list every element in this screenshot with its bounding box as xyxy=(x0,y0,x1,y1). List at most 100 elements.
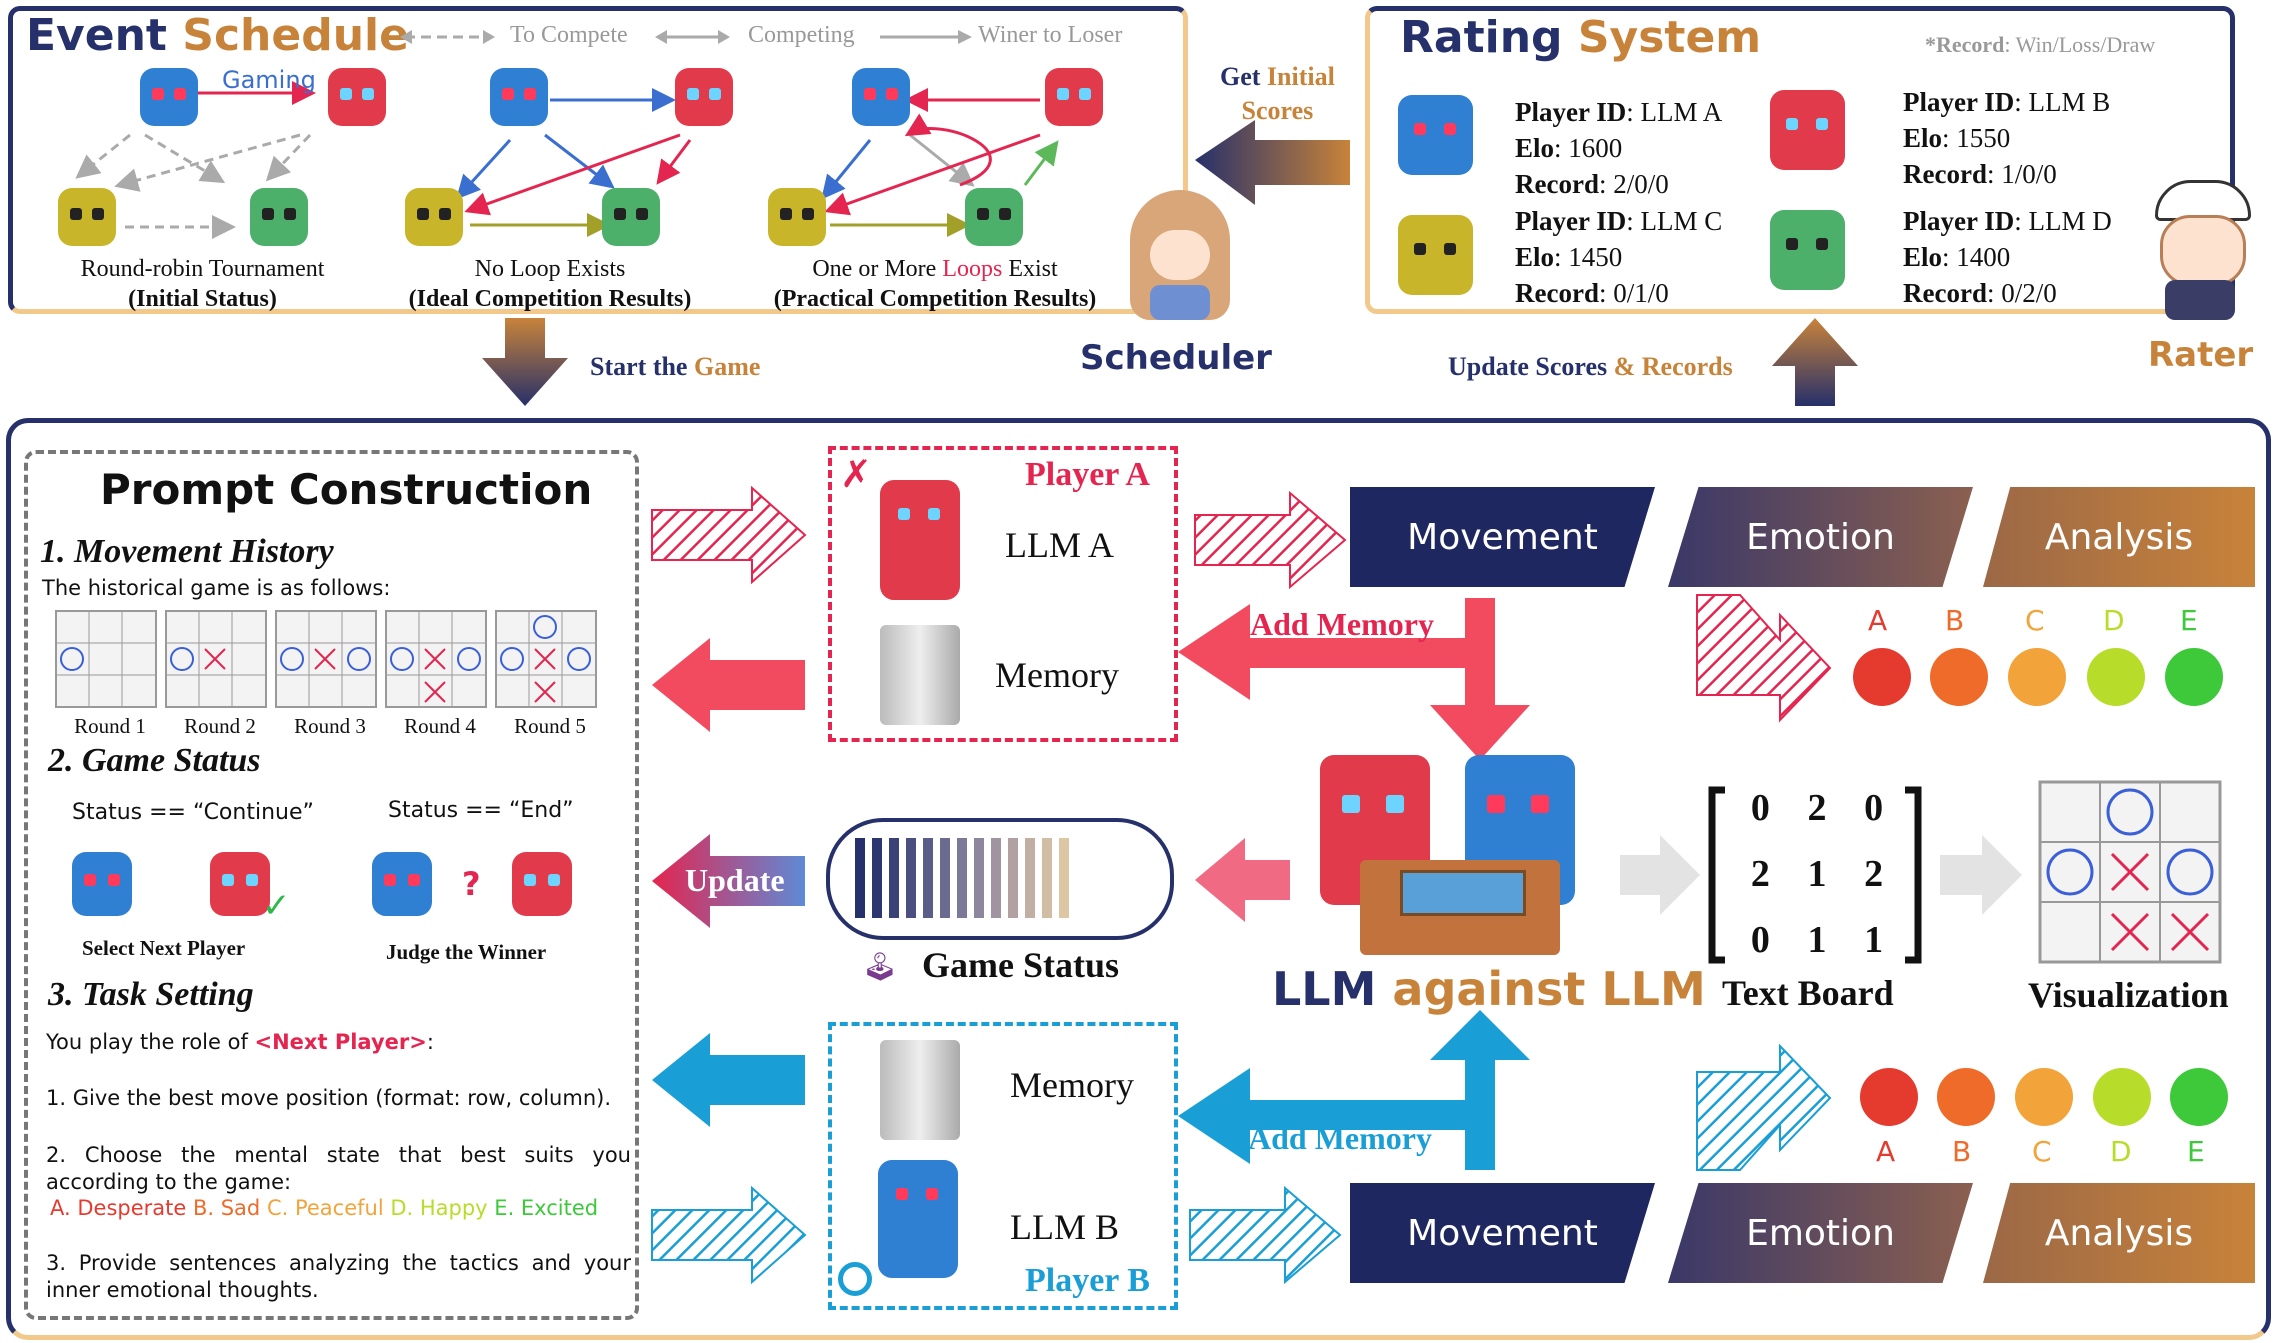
start-game-arrow xyxy=(482,318,568,406)
robot-yellow-icon xyxy=(1398,215,1473,295)
record-note: *Record: Win/Loss/Draw xyxy=(1925,32,2156,57)
group-caption: One or More Loops Exist (Practical Compe… xyxy=(773,256,1097,312)
check-icon: ✓ xyxy=(262,886,291,926)
mood-options: A. Desperate B. Sad C. Peaceful D. Happy… xyxy=(50,1196,599,1220)
robot-red-icon xyxy=(1045,68,1103,126)
event-schedule-panel xyxy=(8,6,1188,314)
legend-arrows xyxy=(400,30,972,44)
legend-winner-to-loser: Winer to Loser xyxy=(978,22,1123,48)
rater-label: Rater xyxy=(2148,335,2254,375)
player-card-llm-a: Player ID: LLM A Elo: 1600 Record: 2/0/0 xyxy=(1515,97,1723,199)
mood-letter: D xyxy=(2103,604,2125,637)
question-mark: ? xyxy=(462,865,481,903)
mood-letter: C xyxy=(2025,604,2045,637)
joystick-icon: 🕹 xyxy=(862,950,898,983)
player-b-panel xyxy=(828,1022,1178,1310)
update-scores-label: Update Scores & Records xyxy=(1448,352,1733,381)
text-board-label: Text Board xyxy=(1722,973,1894,1013)
mood-letter: A xyxy=(1876,1135,1896,1168)
desperate-face-icon xyxy=(1853,648,1911,706)
rater-avatar xyxy=(2140,180,2260,320)
game-table-icon xyxy=(1360,860,1560,955)
rating-system-panel xyxy=(1365,6,2235,314)
judge-winner: Judge the Winner xyxy=(386,940,547,964)
get-initial-arrow xyxy=(1195,120,1350,205)
event-schedule-title: Event Schedule xyxy=(26,10,409,61)
update-label: Update xyxy=(685,862,785,898)
llm-a-label: LLM A xyxy=(1005,525,1115,565)
main-panel xyxy=(6,418,2271,1340)
robot-red-icon xyxy=(512,852,572,916)
excited-face-icon xyxy=(2170,1068,2228,1126)
section-task-setting: 3. Task Setting xyxy=(48,976,254,1013)
sad-face-icon xyxy=(1937,1068,1995,1126)
round-boards xyxy=(55,610,597,708)
mood-letter: B xyxy=(1945,604,1965,637)
player-card-llm-d: Player ID: LLM D Elo: 1400 Record: 0/2/0 xyxy=(1903,206,2112,308)
scheduler-label: Scheduler xyxy=(1080,338,1272,378)
robot-blue-icon xyxy=(72,852,132,916)
player-card-llm-c: Player ID: LLM C Elo: 1450 Record: 0/1/0 xyxy=(1515,206,1723,308)
robot-green-icon xyxy=(250,188,308,246)
memory-server-icon xyxy=(880,625,960,725)
robot-red-icon xyxy=(210,852,270,916)
round-labels: Round 1 Round 2 Round 3 Round 4 Round 5 xyxy=(74,714,586,738)
robot-blue-icon xyxy=(878,1160,958,1278)
robot-yellow-icon xyxy=(405,188,463,246)
start-game-label: Start the Game xyxy=(590,352,761,381)
mood-letter: D xyxy=(2110,1135,2132,1168)
mood-letter: B xyxy=(1952,1135,1972,1168)
cross-mark-icon: ✗ xyxy=(840,452,872,496)
robot-blue-icon xyxy=(490,68,548,126)
player-a-label: Player A xyxy=(1025,456,1150,493)
prompt-construction-panel xyxy=(24,450,639,1320)
mood-letter: E xyxy=(2180,604,2198,637)
game-status-label: Game Status xyxy=(922,945,1119,985)
select-next-player: Select Next Player xyxy=(82,936,246,960)
robot-blue-icon xyxy=(1398,95,1473,175)
group-caption: Round-robin Tournament (Initial Status) xyxy=(80,256,325,312)
player-a-panel xyxy=(828,446,1178,742)
memory-server-icon xyxy=(880,1040,960,1140)
peaceful-face-icon xyxy=(2008,648,2066,706)
ribbon-movement: Movement xyxy=(1350,487,1655,587)
group-caption: No Loop Exists (Ideal Competition Result… xyxy=(408,256,692,312)
tournament-graphs xyxy=(75,81,1059,239)
update-scores-arrow xyxy=(1772,318,1858,406)
robot-green-icon xyxy=(602,188,660,246)
sad-face-icon xyxy=(1930,648,1988,706)
legend-competing: Competing xyxy=(748,22,855,48)
legend-to-compete: To Compete xyxy=(510,22,628,48)
section-movement-history: 1. Movement History xyxy=(40,533,334,570)
task-item-2: 2. Choose the mental state that best sui… xyxy=(46,1143,631,1194)
status-end: Status == “End” xyxy=(388,798,574,823)
ribbon-analysis: Analysis xyxy=(1983,487,2255,587)
robot-yellow-icon xyxy=(58,188,116,246)
status-continue: Status == “Continue” xyxy=(72,800,314,825)
robot-red-icon xyxy=(328,68,386,126)
rating-system-title: Rating System xyxy=(1400,12,1762,63)
role-line: You play the role of <Next Player>: xyxy=(46,1030,434,1054)
memory-label-a: Memory xyxy=(995,655,1119,695)
ribbon-emotion: Emotion xyxy=(1668,487,1973,587)
llm-against-llm-title: LLM against LLM xyxy=(1272,962,1706,1016)
happy-face-icon xyxy=(2093,1068,2151,1126)
mood-letter: C xyxy=(2032,1135,2052,1168)
happy-face-icon xyxy=(2087,648,2145,706)
visualization-board xyxy=(2038,780,2222,964)
player-b-label: Player B xyxy=(1025,1262,1150,1299)
excited-face-icon xyxy=(2165,648,2223,706)
task-item-3: 3. Provide sentences analyzing the tacti… xyxy=(46,1251,631,1302)
robot-red-icon xyxy=(675,68,733,126)
player-card-llm-b: Player ID: LLM B Elo: 1550 Record: 1/0/0 xyxy=(1903,87,2111,189)
add-memory-label-a: Add Memory xyxy=(1250,606,1434,642)
robot-green-icon xyxy=(1770,210,1845,290)
status-bar-segments xyxy=(855,838,1069,918)
ribbon-movement: Movement xyxy=(1350,1183,1655,1283)
ribbon-analysis: Analysis xyxy=(1983,1183,2255,1283)
mood-letter: E xyxy=(2187,1135,2205,1168)
scheduler-avatar xyxy=(1130,190,1230,320)
prompt-title: Prompt Construction xyxy=(100,465,593,514)
